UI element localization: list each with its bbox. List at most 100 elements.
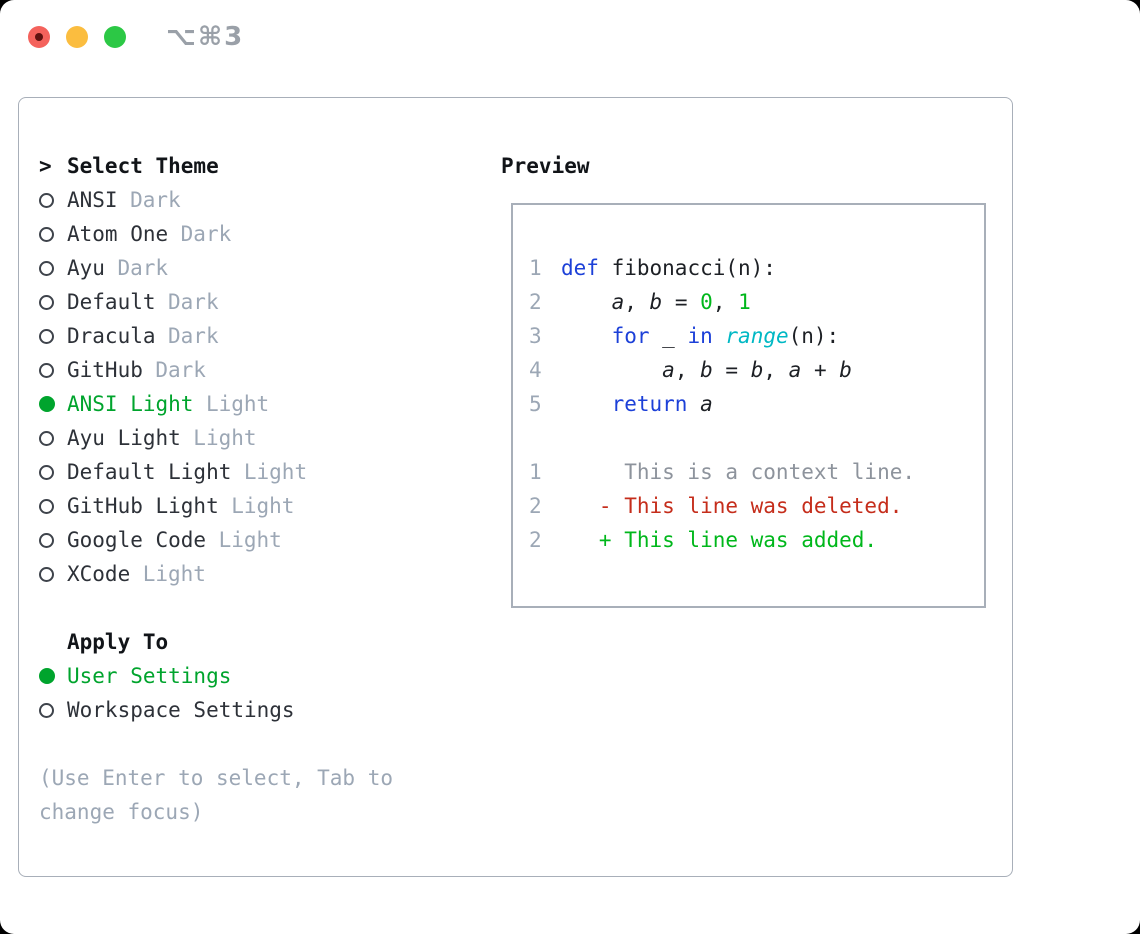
code-token: 1 <box>738 290 751 314</box>
radio-icon <box>39 702 54 718</box>
code-token: , <box>624 290 650 314</box>
theme-variant: Light <box>193 426 257 450</box>
theme-name: Dracula <box>67 324 156 348</box>
code-token: in <box>687 324 713 348</box>
minimize-button[interactable] <box>66 26 88 48</box>
radio-icon <box>39 226 54 242</box>
radio-slot <box>39 362 67 378</box>
code-token: a <box>700 392 713 416</box>
radio-slot <box>39 226 67 242</box>
code-line: 2 a, b = 0, 1 <box>529 285 984 319</box>
radio-icon <box>39 498 54 514</box>
code-token: return <box>611 392 688 416</box>
theme-variant: Light <box>231 494 295 518</box>
code-token <box>561 290 612 314</box>
code-token: def <box>561 256 599 280</box>
code-token: b <box>839 358 852 382</box>
diff-line-added: 2 + This line was added. <box>529 523 984 557</box>
code-token: fibonacci(n): <box>598 256 776 280</box>
radio-icon <box>39 430 54 446</box>
radio-icon <box>39 464 54 480</box>
radio-slot <box>39 294 67 310</box>
theme-name: Ayu Light <box>67 426 181 450</box>
theme-name: Ayu <box>67 256 105 280</box>
radio-slot <box>39 566 67 582</box>
code-token <box>561 324 612 348</box>
radio-icon <box>39 260 54 276</box>
code-token <box>561 392 612 416</box>
code-token: b <box>649 290 663 314</box>
code-token: a <box>611 290 625 314</box>
theme-variant: Light <box>142 562 206 586</box>
apply-option-workspace-settings[interactable]: Workspace Settings <box>39 693 489 727</box>
code-token <box>687 392 700 416</box>
radio-icon <box>39 566 54 582</box>
theme-option-ayu[interactable]: Ayu Dark <box>39 251 489 285</box>
line-number: 2 <box>529 290 542 314</box>
radio-slot <box>39 192 67 208</box>
diff-line-deleted: 2 - This line was deleted. <box>529 489 984 523</box>
radio-slot <box>39 498 67 514</box>
diff-text: - This line was deleted. <box>561 494 903 518</box>
select-theme-header: > Select Theme <box>39 149 489 183</box>
code-token: , <box>712 290 739 314</box>
theme-option-default[interactable]: Default Dark <box>39 285 489 319</box>
line-number: 2 <box>529 528 542 552</box>
theme-variant: Light <box>205 392 270 416</box>
apply-option-user-settings[interactable]: User Settings <box>39 659 489 693</box>
close-button[interactable] <box>28 26 50 48</box>
radio-slot <box>39 328 67 344</box>
line-number: 2 <box>529 494 542 518</box>
theme-option-github-light[interactable]: GitHub Light Light <box>39 489 489 523</box>
code-line: 4 a, b = b, a + b <box>529 353 984 387</box>
radio-slot <box>39 668 67 684</box>
radio-icon <box>39 532 54 548</box>
theme-variant: Dark <box>130 188 181 212</box>
code-token: range <box>725 324 789 348</box>
code-token <box>561 358 662 382</box>
code-token: + <box>801 358 840 382</box>
radio-slot <box>39 532 67 548</box>
apply-option-label: User Settings <box>67 664 232 688</box>
theme-variant: Light <box>243 460 308 484</box>
line-number: 5 <box>529 392 542 416</box>
zoom-button[interactable] <box>104 26 126 48</box>
code-line: 3 for _ in range(n): <box>529 319 984 353</box>
code-token: = <box>712 358 751 382</box>
radio-slot <box>39 430 67 446</box>
radio-selected-icon <box>39 668 55 684</box>
code-token: , <box>674 358 701 382</box>
diff-text: This is a context line. <box>561 460 916 484</box>
theme-variant: Dark <box>155 358 206 382</box>
theme-variant: Dark <box>168 290 219 314</box>
theme-name: ANSI Light <box>67 392 194 416</box>
radio-slot <box>39 702 67 718</box>
radio-slot <box>39 260 67 276</box>
theme-option-ayu-light[interactable]: Ayu Light Light <box>39 421 489 455</box>
theme-variant: Dark <box>180 222 232 246</box>
section-title: Select Theme <box>67 154 219 178</box>
section-title: Apply To <box>67 630 169 654</box>
theme-variant: Dark <box>117 256 169 280</box>
code-token: b <box>700 358 713 382</box>
line-number: 4 <box>529 358 542 382</box>
caret-icon: > <box>39 154 52 178</box>
theme-name: Default <box>67 290 156 314</box>
code-token: for <box>611 324 650 348</box>
code-token: , <box>763 358 789 382</box>
code-token <box>713 324 726 348</box>
theme-option-ansi-light[interactable]: ANSI Light Light <box>39 387 489 421</box>
theme-name: GitHub Light <box>67 494 219 518</box>
